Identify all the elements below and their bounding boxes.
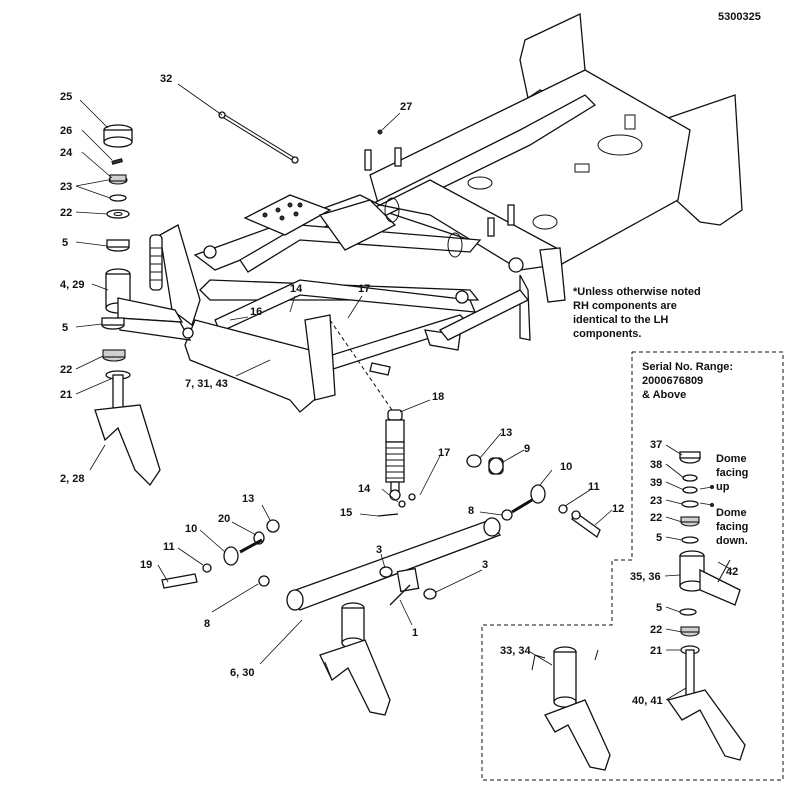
callout-16: 16 <box>250 306 262 318</box>
callout-23: 23 <box>650 495 662 507</box>
svg-text:up: up <box>716 481 730 493</box>
callout-22: 22 <box>650 624 662 636</box>
callout-14: 14 <box>290 283 303 295</box>
svg-text:RH components are: RH components are <box>573 300 677 312</box>
dome-down-note: Dome facing down. <box>716 507 748 547</box>
callout-10: 10 <box>560 461 572 473</box>
callout-13: 13 <box>500 427 512 439</box>
callout-1: 1 <box>412 627 418 639</box>
lh-caster-stack <box>94 124 161 487</box>
callout-38: 38 <box>650 459 662 471</box>
callout-17: 17 <box>358 283 370 295</box>
callout-9: 9 <box>524 443 530 455</box>
callout-7-31-43: 7, 31, 43 <box>185 378 228 390</box>
callout-4-29: 4, 29 <box>60 279 84 291</box>
callout-27: 27 <box>400 101 412 113</box>
callout-19: 19 <box>140 559 152 571</box>
tie-rod-right <box>501 484 601 539</box>
callout-6-30: 6, 30 <box>230 667 254 679</box>
callout-3: 3 <box>376 544 382 556</box>
callout-32: 32 <box>160 73 172 85</box>
svg-text:identical to the LH: identical to the LH <box>573 314 668 326</box>
callout-8: 8 <box>204 618 210 630</box>
callout-37: 37 <box>650 439 662 451</box>
svg-text:Dome: Dome <box>716 507 747 519</box>
svg-text:facing: facing <box>716 467 748 479</box>
leader-lines <box>75 83 733 701</box>
serial-range-inset <box>481 351 784 781</box>
callout-33-34: 33, 34 <box>500 645 531 657</box>
callout-8: 8 <box>468 505 474 517</box>
callout-21: 21 <box>60 389 72 401</box>
callout-17: 17 <box>438 447 450 459</box>
svg-text:*Unless otherwise noted: *Unless otherwise noted <box>573 286 701 298</box>
serial-range-note: Serial No. Range: 2000676809 & Above <box>642 361 733 401</box>
rh-components-note: *Unless otherwise noted RH components ar… <box>573 286 701 340</box>
tie-rod-left <box>161 519 280 589</box>
callout-21: 21 <box>650 645 662 657</box>
callout-5: 5 <box>656 532 662 544</box>
callout-13: 13 <box>242 493 254 505</box>
callout-42: 42 <box>726 566 738 578</box>
callout-5: 5 <box>656 602 662 614</box>
front-axle-assembly <box>286 517 501 716</box>
callout-22: 22 <box>60 207 72 219</box>
svg-text:components.: components. <box>573 328 641 340</box>
main-frame <box>105 13 743 413</box>
callout-25: 25 <box>60 91 72 103</box>
callout-11: 11 <box>588 481 600 493</box>
callout-14: 14 <box>358 483 371 495</box>
svg-text:down.: down. <box>716 535 748 547</box>
callout-39: 39 <box>650 477 662 489</box>
callout-15: 15 <box>340 507 352 519</box>
callout-5: 5 <box>62 237 68 249</box>
svg-text:Dome: Dome <box>716 453 747 465</box>
callout-18: 18 <box>432 391 444 403</box>
callout-labels: 32 27 25 26 24 23 22 5 4, 29 5 22 21 2, … <box>60 73 738 707</box>
svg-text:facing: facing <box>716 521 748 533</box>
callout-5: 5 <box>62 322 68 334</box>
callout-24: 24 <box>60 147 73 159</box>
shock-hardware <box>377 493 416 517</box>
bushings-9-13 <box>466 454 504 475</box>
item-27-mark <box>377 129 383 135</box>
callout-40-41: 40, 41 <box>632 695 663 707</box>
callout-20: 20 <box>218 513 230 525</box>
callout-22: 22 <box>60 364 72 376</box>
callout-10: 10 <box>185 523 197 535</box>
callout-3: 3 <box>482 559 488 571</box>
svg-text:& Above: & Above <box>642 389 686 401</box>
callout-11: 11 <box>163 541 175 553</box>
svg-text:Serial No. Range:: Serial No. Range: <box>642 361 733 373</box>
dome-up-note: Dome facing up <box>716 453 748 493</box>
callout-26: 26 <box>60 125 72 137</box>
svg-text:2000676809: 2000676809 <box>642 375 703 387</box>
callout-2-28: 2, 28 <box>60 473 84 485</box>
shock-absorber-18 <box>385 409 405 501</box>
drawing-number: 5300325 <box>718 11 761 23</box>
callout-22: 22 <box>650 512 662 524</box>
rod-32 <box>218 111 299 164</box>
callout-35-36: 35, 36 <box>630 571 661 583</box>
callout-12: 12 <box>612 503 624 515</box>
callout-23: 23 <box>60 181 72 193</box>
